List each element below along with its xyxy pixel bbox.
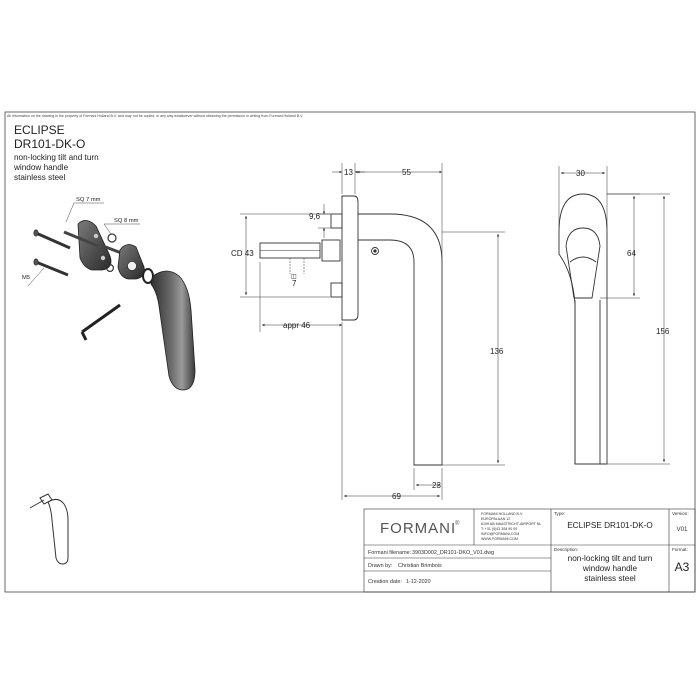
dim-7-symbol: ◫ [291, 274, 297, 280]
handle-3d [150, 270, 196, 391]
type-value: ECLIPSE DR101-DK-O [567, 521, 653, 530]
filename-value: 3903D002_DR101-DKO_V01.dwg [412, 550, 494, 556]
side-view [259, 195, 443, 466]
company-line-3: 6199 AB MAASTRICHT-AIRPORT NL [481, 522, 541, 526]
version-value: V01 [676, 526, 688, 533]
company-line-2: EUROPALAAN 12 [481, 517, 510, 521]
front-view-dimensions [558, 166, 670, 465]
type-label: Type: [554, 511, 565, 516]
description-line-1: non-locking tilt and turn [568, 554, 653, 563]
product-title: ECLIPSE [14, 123, 65, 137]
dim-156: 156 [656, 327, 670, 336]
dim-appr46: appr 46 [283, 321, 311, 330]
format-label: Format: [672, 547, 688, 552]
dim-136: 136 [490, 347, 504, 356]
date-value: 1-12-2020 [406, 579, 431, 585]
hex-key [80, 303, 121, 341]
dim-23: 23 [432, 481, 441, 490]
product-code: DR101-DK-O [14, 137, 85, 151]
drawn-label: Drawn by: [368, 563, 392, 569]
dim-96: 9,6 [309, 212, 321, 221]
brand-reg: ® [455, 520, 460, 527]
dim-13: 13 [344, 168, 353, 177]
label-sq8: SQ 8 mm [114, 218, 139, 224]
sheet-border [4, 111, 696, 593]
thumbnail-view [29, 493, 69, 565]
exploded-view: SQ 7 mm SQ 8 mm M5 [22, 197, 196, 391]
description-label: Description: [554, 547, 578, 552]
screw-upper [33, 229, 71, 250]
date-label: Creation date: [368, 579, 402, 585]
company-line-4: T: +31 (0)43 308 90 00 [481, 527, 517, 531]
label-m5: M5 [22, 275, 30, 281]
description-line-2: window handle [582, 564, 638, 573]
version-label: Version: [672, 511, 689, 516]
description-line-3: stainless steel [584, 574, 636, 583]
dim-55: 55 [402, 168, 411, 177]
dim-30: 30 [576, 169, 585, 178]
company-line-5: INFO@FORMANI.COM [481, 532, 519, 536]
drawn-value: Christian Brimbois [398, 563, 442, 569]
screw-lower [33, 258, 69, 277]
dim-7: 7 [292, 279, 297, 288]
company-line-6: WWW.FORMANI.COM [481, 537, 518, 541]
dim-cd43: CD 43 [231, 249, 254, 258]
format-value: A3 [675, 560, 690, 574]
title-block [363, 508, 696, 593]
product-desc-3: stainless steel [14, 173, 66, 182]
company-line-1: FORMANI HOLLAND B.V. [481, 512, 523, 516]
label-sq7: SQ 7 mm [76, 197, 101, 203]
filename-label: Formani filename: [368, 550, 411, 556]
dim-64: 64 [627, 249, 636, 258]
side-view-dimensions [240, 163, 505, 500]
product-desc-1: non-locking tilt and turn [14, 153, 99, 162]
disclaimer-text: All information on the drawing is the pr… [7, 114, 303, 118]
brand-logo: FORMANI [380, 520, 456, 537]
front-view [558, 193, 608, 465]
dim-69: 69 [392, 492, 401, 501]
product-desc-2: window handle [13, 163, 69, 172]
